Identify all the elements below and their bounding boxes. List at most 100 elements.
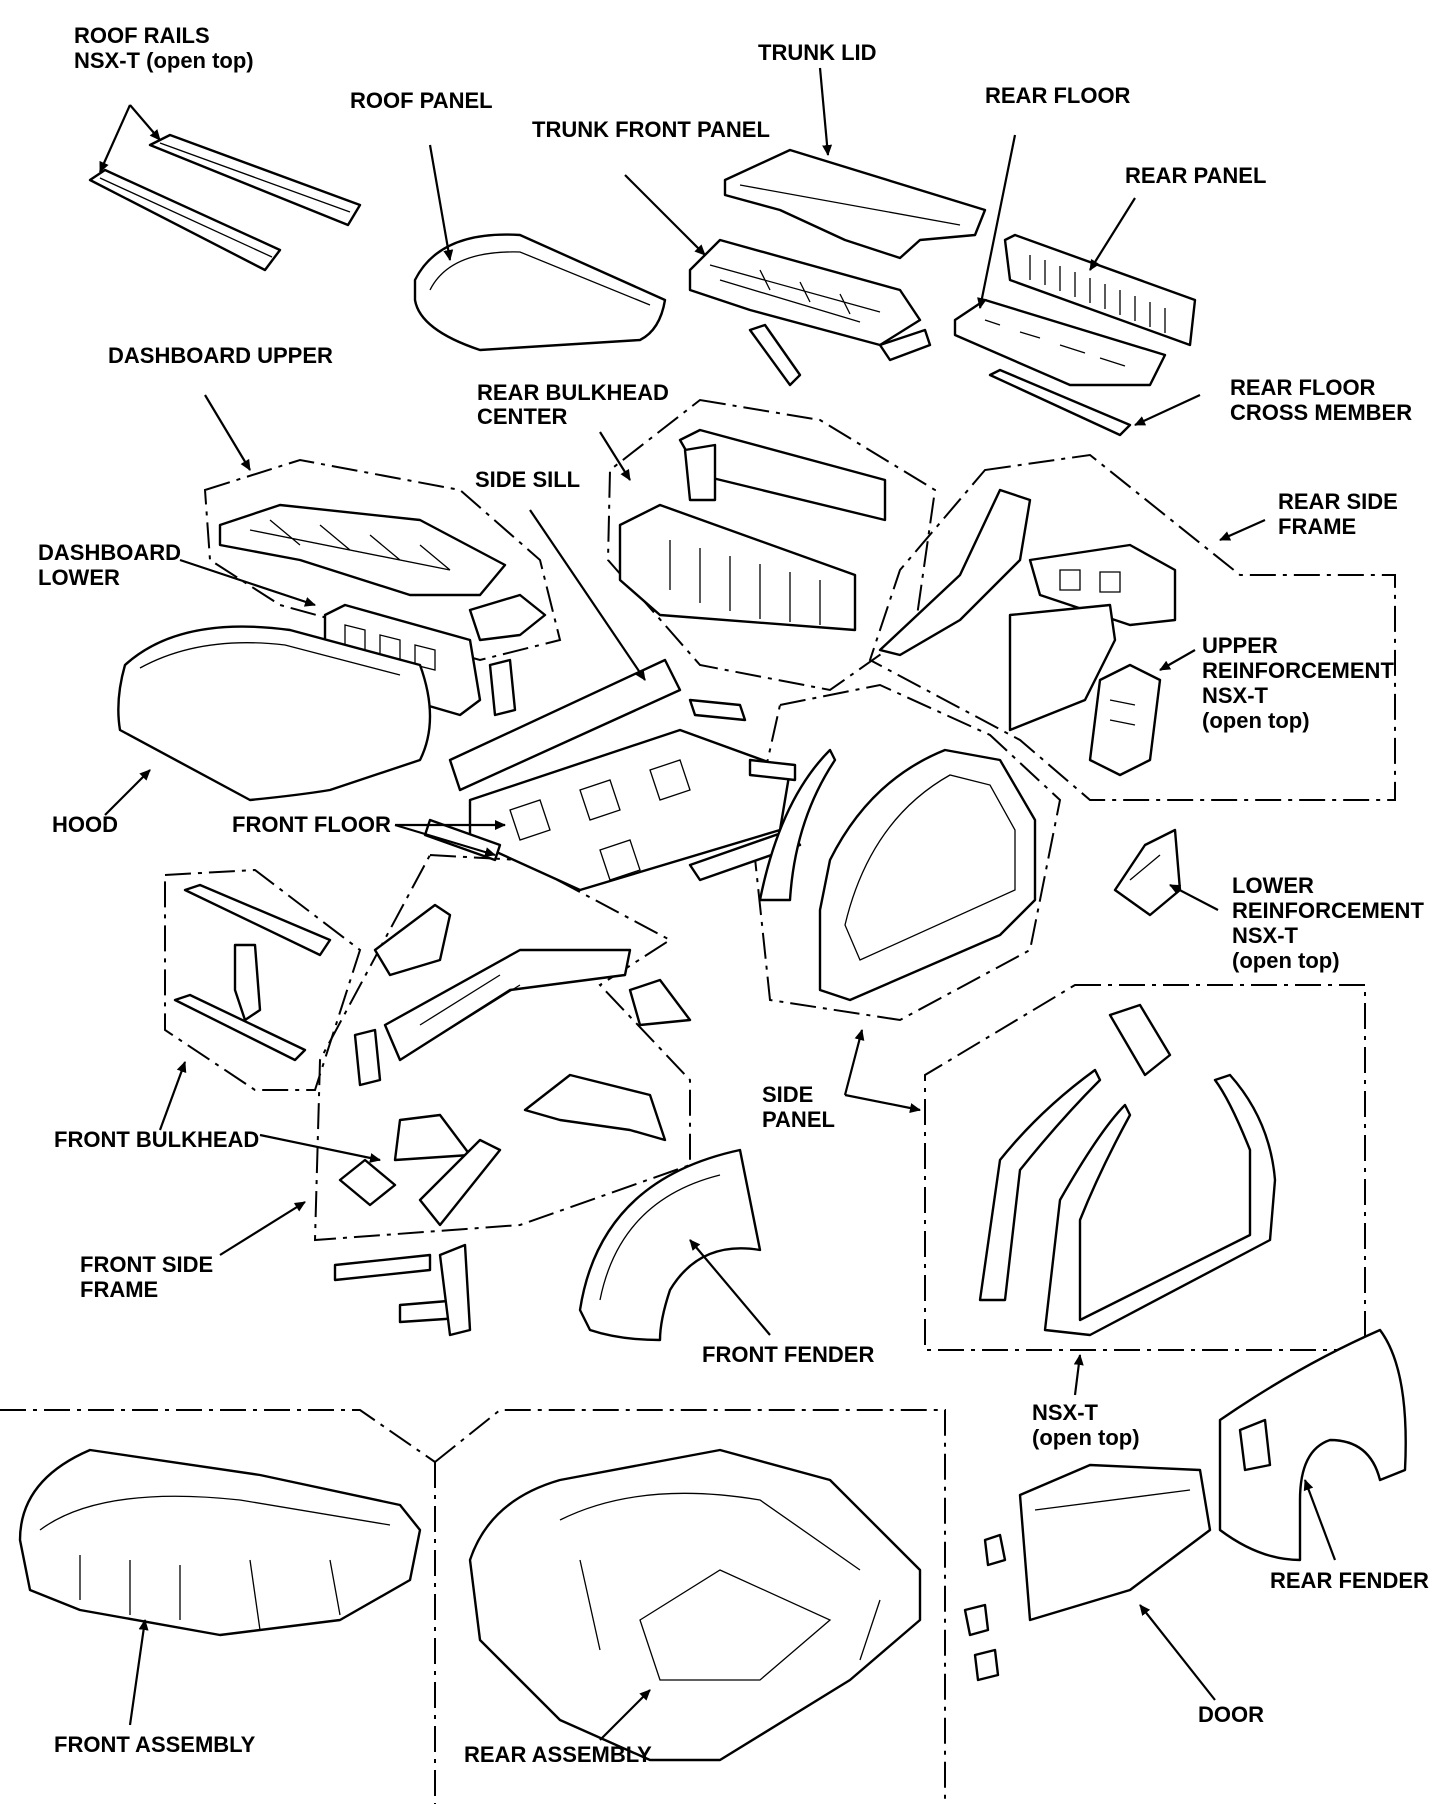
arrow-front-floor-2 — [394, 823, 496, 857]
arrow-front-assembly — [128, 1619, 149, 1726]
trunk-lid — [723, 148, 987, 260]
front-assembly-boundary — [0, 1409, 436, 1463]
rear-fender — [1218, 1328, 1407, 1562]
arrow-rear-floor — [977, 134, 1017, 309]
label-rear-fender: REAR FENDER — [1270, 1568, 1429, 1593]
arrow-rear-panel — [1089, 197, 1136, 271]
arrow-rear-floor-cross-member — [1134, 394, 1201, 426]
arrow-rear-fender — [1303, 1479, 1337, 1561]
dashboard-upper-group — [203, 458, 562, 662]
arrow-front-side-frame — [219, 1201, 306, 1256]
side-panel — [758, 748, 1037, 1002]
arrow-front-bulkhead-1 — [259, 1133, 381, 1163]
label-lower-reinforcement-2: REINFORCEMENT — [1232, 898, 1424, 923]
roof-panel — [413, 233, 667, 352]
arrow-rear-bulkhead — [599, 431, 631, 481]
arrow-dashboard-upper — [204, 394, 251, 471]
front-side-frame — [333, 903, 692, 1337]
arrow-front-bulkhead-2 — [158, 1061, 187, 1131]
label-side-sill: SIDE SILL — [475, 467, 580, 492]
arrow-trunk-front-panel — [624, 174, 706, 256]
arrow-side-sill — [529, 509, 646, 681]
label-rear-assembly: REAR ASSEMBLY — [464, 1742, 652, 1767]
arrow-front-fender — [689, 1239, 771, 1336]
rear-floor-cross-member — [988, 368, 1132, 437]
label-front-fender: FRONT FENDER — [702, 1342, 874, 1367]
label-roof-rails-2: NSX-T (open top) — [74, 48, 254, 73]
dashboard-upper — [218, 503, 547, 642]
label-roof-rails-1: ROOF RAILS — [74, 23, 210, 48]
front-fender — [578, 1148, 762, 1342]
lower-reinforcement — [1113, 828, 1182, 917]
label-lower-reinforcement-1: LOWER — [1232, 873, 1314, 898]
label-front-side-frame-1: FRONT SIDE — [80, 1252, 213, 1277]
hood — [117, 625, 432, 802]
label-front-side-frame-2: FRAME — [80, 1277, 158, 1302]
arrow-side-panel-2 — [844, 1093, 921, 1113]
arrow-trunk-lid — [818, 67, 833, 156]
rear-assembly — [468, 1448, 922, 1762]
label-upper-reinforcement-2: REINFORCEMENT — [1202, 658, 1394, 683]
group-boundaries — [0, 398, 1396, 1804]
label-rear-side-frame-1: REAR SIDE — [1278, 489, 1398, 514]
front-bulkhead — [173, 883, 332, 1062]
arrow-rear-assembly — [599, 1689, 651, 1741]
labels: ROOF RAILS NSX-T (open top) ROOF PANEL T… — [38, 23, 1429, 1767]
trunk-front-panel — [688, 238, 932, 387]
label-dashboard-lower-2: LOWER — [38, 565, 120, 590]
label-dashboard-lower-1: DASHBOARD — [38, 540, 181, 565]
label-side-panel-1: SIDE — [762, 1082, 813, 1107]
arrow-side-panel-1 — [843, 1029, 865, 1096]
label-upper-reinforcement-3: NSX-T — [1202, 683, 1269, 708]
arrow-dashboard-lower — [179, 558, 316, 607]
label-hood: HOOD — [52, 812, 118, 837]
label-rear-floor-cross-2: CROSS MEMBER — [1230, 400, 1412, 425]
label-roof-panel: ROOF PANEL — [350, 88, 493, 113]
nsx-t-group — [924, 984, 1366, 1351]
label-rear-floor: REAR FLOOR — [985, 83, 1131, 108]
label-door: DOOR — [1198, 1702, 1264, 1727]
arrow-roof-rails-upper — [129, 104, 161, 141]
side-panel-group — [750, 683, 1062, 1022]
front-side-frame-group — [313, 853, 691, 1242]
arrow-hood — [104, 769, 151, 816]
label-lower-reinforcement-4: (open top) — [1232, 948, 1340, 973]
front-bulkhead-group — [164, 868, 362, 1091]
upper-reinforcement — [1088, 663, 1162, 777]
label-dashboard-upper: DASHBOARD UPPER — [108, 343, 333, 368]
door — [963, 1463, 1212, 1682]
label-upper-reinforcement-1: UPPER — [1202, 633, 1278, 658]
label-rear-side-frame-2: FRAME — [1278, 514, 1356, 539]
arrow-rear-side-frame — [1219, 518, 1266, 542]
label-rear-floor-cross-1: REAR FLOOR — [1230, 375, 1376, 400]
arrow-nsx-t — [1073, 1354, 1084, 1396]
parts — [18, 133, 1407, 1762]
label-front-floor: FRONT FLOOR — [232, 812, 391, 837]
rear-side-frame-group — [868, 453, 1396, 801]
label-rear-bulkhead-2: CENTER — [477, 404, 568, 429]
label-front-assembly: FRONT ASSEMBLY — [54, 1732, 256, 1757]
arrow-upper-reinforcement — [1159, 649, 1196, 671]
label-trunk-front-panel: TRUNK FRONT PANEL — [532, 117, 770, 142]
arrow-roof-rails-lower — [98, 104, 132, 173]
arrow-roof-panel — [428, 144, 454, 261]
label-trunk-lid: TRUNK LID — [758, 40, 877, 65]
rear-bulkhead-group — [606, 398, 937, 692]
nsx-t-side-panel — [978, 1003, 1277, 1337]
roof-rails — [88, 133, 362, 272]
front-assembly — [18, 1448, 422, 1637]
leader-arrows — [98, 67, 1337, 1741]
label-side-panel-2: PANEL — [762, 1107, 835, 1132]
label-front-bulkhead: FRONT BULKHEAD — [54, 1127, 259, 1152]
label-lower-reinforcement-3: NSX-T — [1232, 923, 1299, 948]
front-floor — [423, 658, 802, 892]
arrow-door — [1139, 1604, 1216, 1701]
label-nsx-t-1: NSX-T — [1032, 1400, 1099, 1425]
label-nsx-t-2: (open top) — [1032, 1425, 1140, 1450]
arrow-lower-reinforcement — [1169, 884, 1219, 911]
rear-assembly-top-boundary — [434, 1409, 946, 1804]
label-rear-panel: REAR PANEL — [1125, 163, 1266, 188]
rear-side-frame — [878, 488, 1177, 732]
rear-bulkhead-center — [618, 428, 887, 632]
